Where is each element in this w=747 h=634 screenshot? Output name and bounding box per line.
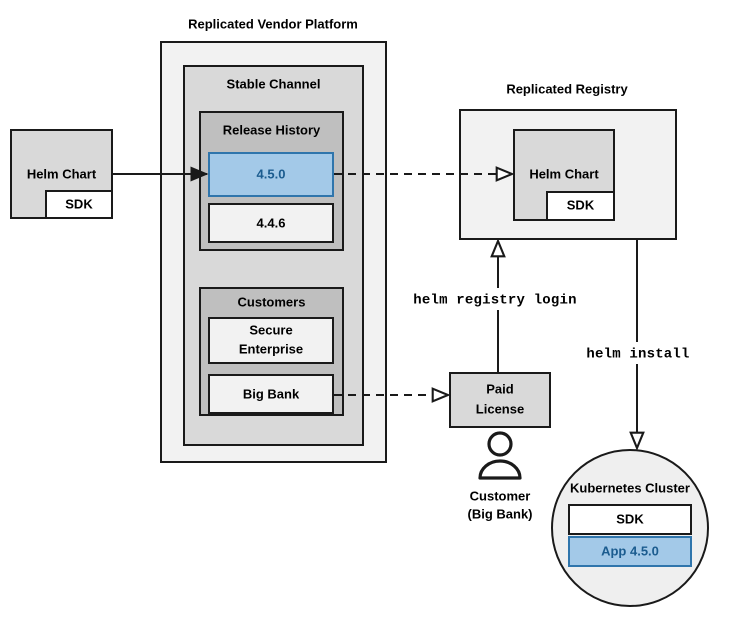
helm-install-label-bg [568,342,708,364]
customers-title: Customers [238,294,306,309]
cluster-workload-app[interactable] [568,536,692,567]
helm-install-label: helm install [586,347,689,363]
source-sdk-label: SDK [65,196,93,211]
customer-item-secure-enterprise-label-line1: Secure [249,322,292,337]
customer-actor-label-line2: (Big Bank) [468,506,533,521]
customer-item-secure-enterprise-label-line2: Enterprise [239,341,303,356]
release-history-title: Release History [223,122,321,137]
stable-channel-title: Stable Channel [227,76,321,91]
node-paid-license[interactable]: Paid License [449,372,551,428]
helm-registry-login-label: helm registry login [413,293,576,309]
customer-item-secure-enterprise[interactable] [208,317,334,364]
release-item-4-4-6-label: 4.4.6 [257,215,286,230]
release-item-4-5-0-label: 4.5.0 [257,166,286,181]
node-stable-channel[interactable]: Stable Channel Release History 4.5.0 4.4… [183,65,364,446]
release-item-4-4-6[interactable] [208,203,334,243]
registry-sdk-label: SDK [567,197,595,212]
helm-registry-login-label-bg [395,288,595,310]
paid-license-label-line2: License [476,401,524,416]
customer-actor-label-line1: Customer [470,488,531,503]
registry-sdk-box[interactable] [546,191,615,221]
customer-item-big-bank-label: Big Bank [243,386,300,401]
node-release-history[interactable]: Release History 4.5.0 4.4.6 [199,111,344,251]
edge-registry-to-cluster: helm install [568,239,708,448]
node-replicated-registry[interactable]: Replicated Registry Helm Chart SDK [459,81,677,240]
node-customers[interactable]: Customers Secure Enterprise Big Bank [199,287,344,416]
paid-license-box[interactable] [449,372,551,428]
source-sdk-box[interactable] [45,190,113,219]
person-icon [478,431,522,480]
node-customer-actor[interactable]: Customer (Big Bank) [468,431,533,521]
cluster-workload-app-label: App 4.5.0 [601,543,659,558]
vendor-platform-title: Replicated Vendor Platform [188,16,358,31]
cluster-workload-sdk[interactable] [568,504,692,535]
replicated-registry-title: Replicated Registry [506,81,628,96]
kubernetes-cluster-title: Kubernetes Cluster [570,480,690,495]
paid-license-label-line1: Paid [486,381,514,396]
cluster-workload-sdk-label: SDK [616,511,644,526]
edge-license-to-registry: helm registry login [395,241,595,373]
registry-helm-chart-label: Helm Chart [529,166,599,181]
node-kubernetes-cluster[interactable]: Kubernetes Cluster SDK App 4.5.0 [551,449,709,607]
release-item-4-5-0[interactable] [208,152,334,197]
source-helm-chart-label: Helm Chart [27,166,97,181]
node-source-helm-chart[interactable]: Helm Chart SDK [10,129,113,219]
customer-item-big-bank[interactable] [208,374,334,414]
node-vendor-platform[interactable]: Replicated Vendor Platform Stable Channe… [160,16,387,463]
